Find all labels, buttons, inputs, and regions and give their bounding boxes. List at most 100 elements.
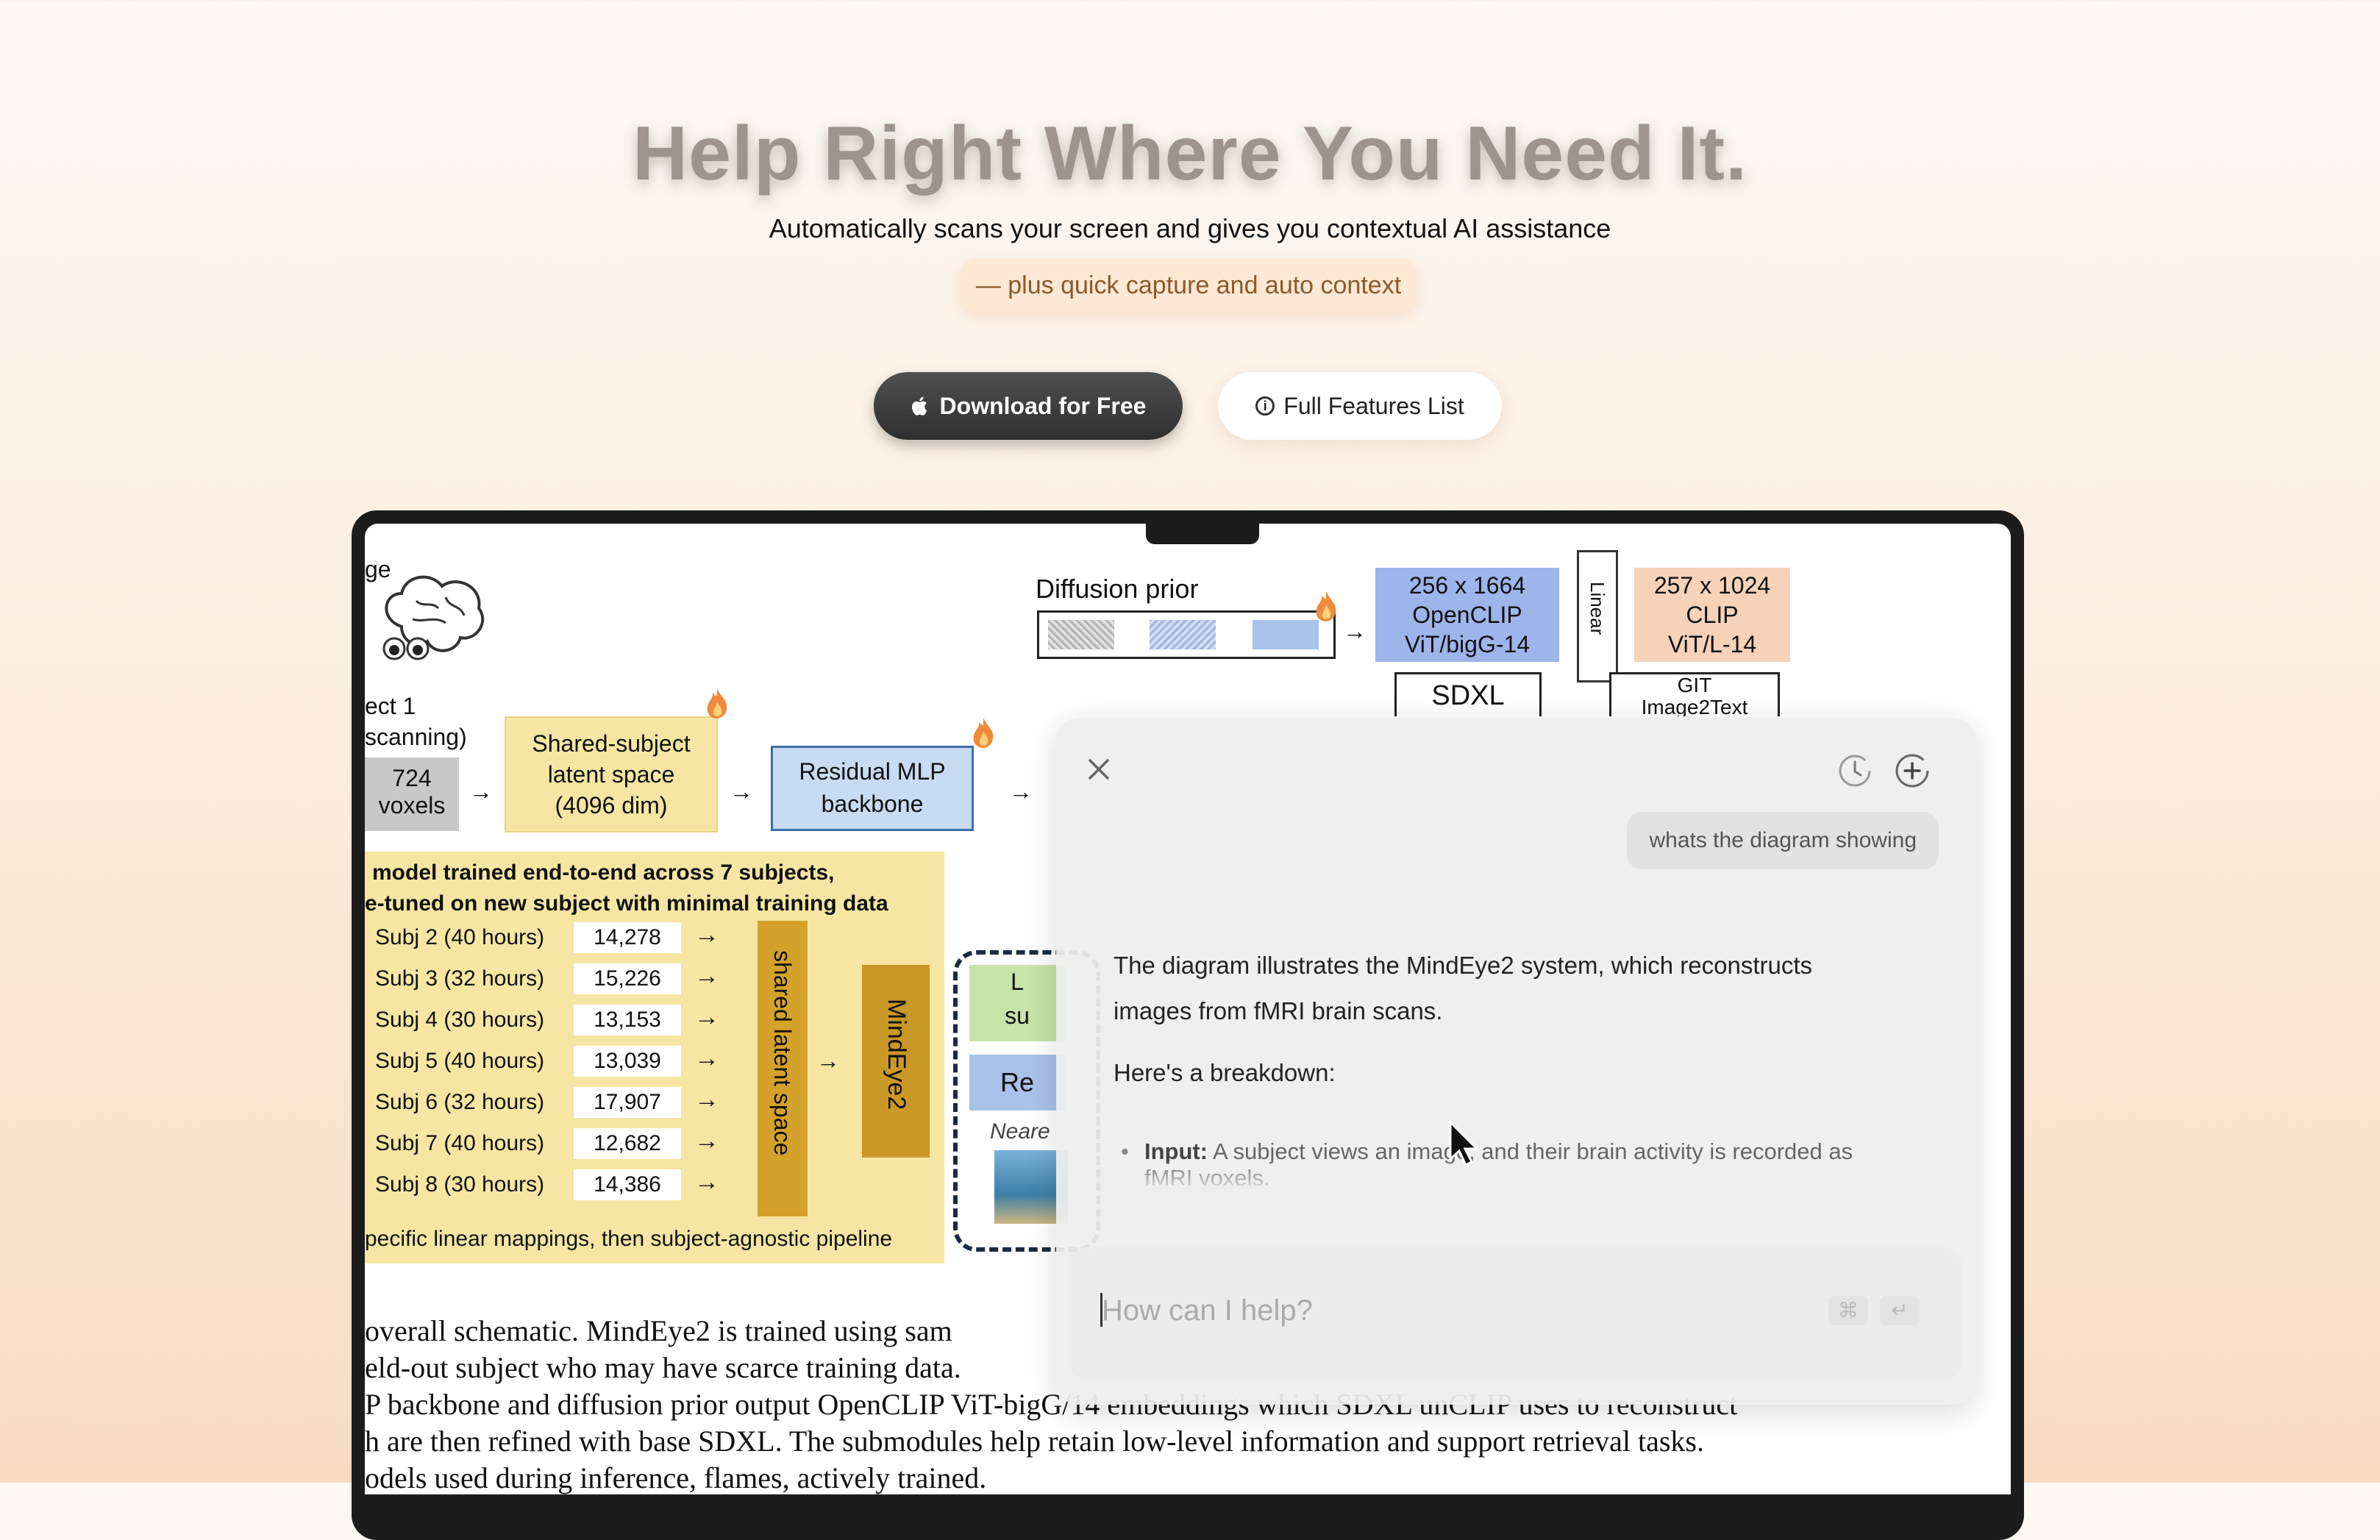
partial-green-box: L su [969, 965, 1065, 1041]
subject-row-value: 14,386 [574, 1169, 681, 1200]
clip-line-2: CLIP [1686, 602, 1739, 628]
subject-row-arrow: → [694, 1168, 719, 1196]
subject-row-value: 13,039 [574, 1046, 681, 1077]
subject-row-label: Subj 7 (40 hours) [375, 1131, 545, 1155]
subject-row-arrow: → [694, 1086, 719, 1113]
hero-title: Help Right Where You Need It. [633, 111, 1747, 196]
new-chat-icon[interactable] [1893, 752, 1931, 790]
openclip-line-2: OpenCLIP [1412, 602, 1522, 628]
subject-row-label: Subj 8 (30 hours) [375, 1172, 545, 1197]
train-note-2: e-tuned on new subject with minimal trai… [365, 891, 888, 916]
openclip-line-3: ViT/bigG-14 [1404, 631, 1531, 657]
response-paragraph-1: The diagram illustrates the MindEye2 sys… [1114, 952, 1813, 1024]
openclip-line-1: 256 x 1664 [1408, 572, 1526, 599]
bullet-dot: • [1121, 1138, 1129, 1164]
scroll-fade [1100, 1159, 1939, 1203]
flame-icon [707, 688, 727, 719]
mouse-cursor-icon [1449, 1121, 1480, 1167]
mindeye2-label: MindEye2 [883, 999, 911, 1111]
openclip-box: 256 x 1664 OpenCLIP ViT/bigG-14 [1375, 568, 1559, 662]
partial-l: L [1011, 969, 1024, 995]
diffusion-prior-box [1037, 610, 1336, 659]
shared-latent-box: Shared-subject latent space (4096 dim) [505, 716, 718, 833]
subject-row-label: Subj 4 (30 hours) [375, 1008, 545, 1032]
subject-row-arrow: → [694, 1044, 719, 1072]
arrow-1: → [469, 778, 493, 805]
subject-label-1: ect 1 [365, 693, 416, 719]
shared-latent-line-1: Shared-subject [532, 730, 691, 757]
flame-icon [973, 718, 994, 748]
subject-row-value: 12,682 [574, 1128, 681, 1159]
info-icon: i [1255, 396, 1275, 416]
arrow-5: → [816, 1047, 840, 1074]
shared-latent-vertical-label: shared latent space [769, 950, 796, 1156]
download-button[interactable]: Download for Free [874, 372, 1183, 440]
response-paragraph-2: Here's a breakdown: [1114, 1059, 1336, 1086]
subject-row-value: 17,907 [574, 1087, 681, 1118]
voxels-label: voxels [378, 792, 446, 819]
noise-tile [1048, 620, 1114, 649]
caption-line: overall schematic. MindEye2 is trained u… [365, 1314, 952, 1347]
partial-blue-box: Re [969, 1055, 1065, 1111]
git-box: GIT Image2Text [1609, 672, 1780, 716]
subject-row-arrow: → [694, 962, 719, 990]
cmd-key-hint: ⌘ [1828, 1296, 1868, 1325]
nearest-label: Neare [990, 1119, 1050, 1144]
shared-latent-bar: shared latent space [758, 921, 808, 1216]
arrow-3: → [1009, 778, 1033, 805]
features-label: Full Features List [1283, 392, 1464, 419]
features-button[interactable]: i Full Features List [1218, 372, 1502, 440]
nearest-image [994, 1150, 1068, 1224]
hero-subtitle: Automatically scans your screen and give… [769, 213, 1611, 243]
voxels-box: 724 voxels [365, 757, 459, 831]
close-icon[interactable] [1086, 756, 1112, 783]
subject-row-arrow: → [694, 1127, 719, 1155]
enter-key-hint[interactable]: ↵ [1880, 1296, 1920, 1325]
mindeye2-bar: MindEye2 [862, 965, 930, 1158]
noise-tile [1150, 620, 1216, 649]
feature-pill: — plus quick capture and auto context [961, 259, 1417, 312]
text-caret [1100, 1293, 1102, 1327]
pipeline-note: pecific linear mappings, then subject-ag… [365, 1227, 893, 1251]
caption-line: h are then refined with base SDXL. The s… [365, 1425, 1704, 1458]
chat-input[interactable] [1100, 1284, 1765, 1337]
subject-row-arrow: → [694, 921, 719, 949]
brain-icon [382, 575, 485, 660]
subject-row-label: Subj 5 (40 hours) [375, 1049, 545, 1073]
embedding-tile [1253, 620, 1319, 649]
voxels-count: 724 [392, 765, 432, 791]
paper-figure: ge ect 1 scanning) 724 voxels → Shared-s… [365, 524, 2011, 1494]
arrow-2: → [730, 778, 753, 805]
subject-row-value: 14,278 [574, 922, 681, 953]
diffusion-prior-label: Diffusion prior [1036, 574, 1199, 604]
subject-row-label: Subj 3 (32 hours) [375, 966, 545, 991]
shared-latent-line-2: latent space [547, 761, 675, 788]
download-label: Download for Free [939, 392, 1147, 419]
residual-mlp-box: Residual MLP backbone [771, 746, 974, 831]
clip-box: 257 x 1024 CLIP ViT/L-14 [1634, 568, 1790, 662]
sdxl-box: SDXL [1394, 672, 1542, 716]
git-line-1: GIT [1677, 674, 1712, 696]
subject-row-value: 15,226 [574, 963, 681, 994]
subject-row-value: 13,153 [574, 1005, 681, 1035]
subject-row-arrow: → [694, 1003, 719, 1031]
history-icon[interactable] [1836, 752, 1874, 790]
linear-label: Linear [1586, 582, 1608, 635]
caption-line: odels used during inference, flames, act… [365, 1461, 987, 1494]
linear-box: Linear [1577, 550, 1618, 682]
residual-line-2: backbone [821, 791, 924, 817]
git-line-2: Image2Text [1641, 696, 1748, 717]
chat-input-box[interactable]: ⌘ ↵ [1071, 1247, 1959, 1377]
subject-row-label: Subj 6 (32 hours) [375, 1090, 545, 1114]
assistant-panel: whats the diagram showing The diagram il… [1056, 718, 1975, 1405]
shared-latent-line-3: (4096 dim) [555, 792, 668, 819]
caption-line: eld-out subject who may have scarce trai… [365, 1351, 961, 1384]
partial-su: su [1005, 1002, 1030, 1029]
flame-icon [1316, 591, 1336, 621]
subject-label-2: scanning) [365, 724, 467, 750]
apple-icon [911, 396, 927, 416]
clip-line-3: ViT/L-14 [1667, 631, 1757, 657]
subject-row-label: Subj 2 (40 hours) [375, 925, 545, 949]
clip-line-1: 257 x 1024 [1653, 572, 1771, 599]
arrow-4: → [1343, 618, 1367, 644]
